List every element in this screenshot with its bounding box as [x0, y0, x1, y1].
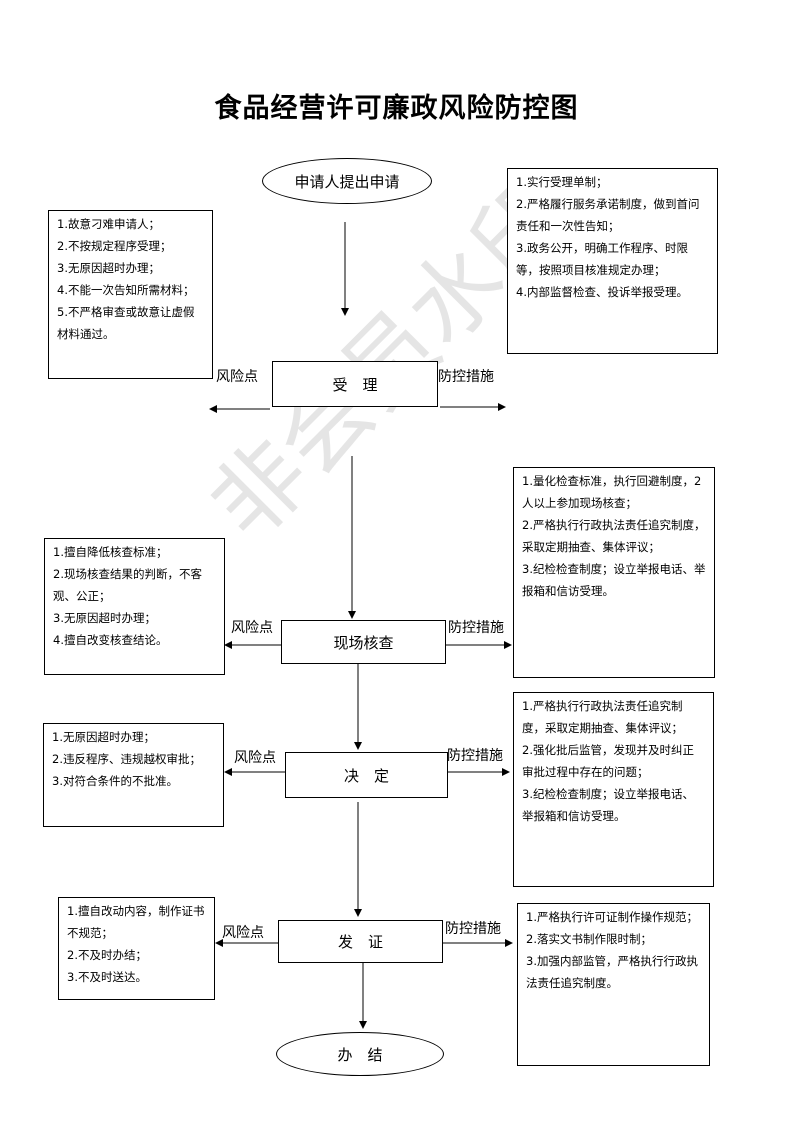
risk-box-accept: 1.故意刁难申请人； 2.不按规定程序受理； 3.无原因超时办理； 4.不能一次… [48, 210, 213, 379]
risk-item: 1.故意刁难申请人； [57, 217, 160, 231]
risk-item: 3.无原因超时办理； [53, 611, 156, 625]
node-end: 办 结 [276, 1032, 444, 1076]
risk-label-inspect: 风险点 [231, 620, 273, 636]
control-item: 2.落实文书制作限时制； [526, 932, 652, 946]
risk-item: 4.擅自改变核查结论。 [53, 633, 168, 647]
risk-label-decide: 风险点 [234, 750, 276, 766]
risk-item: 1.擅自改动内容，制作证书不规范； [67, 904, 205, 940]
control-box-inspect: 1.量化检查标准，执行回避制度，2人以上参加现场核查； 2.严格执行行政执法责任… [513, 467, 715, 678]
risk-label-accept: 风险点 [216, 369, 258, 385]
control-label-accept: 防控措施 [438, 369, 494, 385]
node-inspect: 现场核查 [281, 620, 446, 664]
control-item: 3.加强内部监管，严格执行行政执法责任追究制度。 [526, 954, 698, 990]
risk-item: 2.不及时办结； [67, 948, 147, 962]
risk-item: 3.对符合条件的不批准。 [52, 774, 178, 788]
risk-box-decide: 1.无原因超时办理； 2.违反程序、违规越权审批； 3.对符合条件的不批准。 [43, 723, 224, 827]
node-issue: 发 证 [278, 920, 443, 963]
control-item: 4.内部监督检查、投诉举报受理。 [516, 285, 688, 299]
control-label-decide: 防控措施 [447, 748, 503, 764]
control-label-issue: 防控措施 [445, 921, 501, 937]
control-item: 1.严格执行行政执法责任追究制度，采取定期抽查、集体评议； [522, 699, 683, 735]
node-accept: 受 理 [272, 361, 438, 407]
control-label-inspect: 防控措施 [448, 620, 504, 636]
risk-box-inspect: 1.擅自降低核查标准； 2.现场核查结果的判断，不客观、公正； 3.无原因超时办… [44, 538, 225, 675]
control-box-decide: 1.严格执行行政执法责任追究制度，采取定期抽查、集体评议； 2.强化批后监管，发… [513, 692, 714, 887]
control-box-issue: 1.严格执行许可证制作操作规范； 2.落实文书制作限时制； 3.加强内部监管，严… [517, 903, 710, 1066]
risk-item: 2.违反程序、违规越权审批； [52, 752, 201, 766]
control-item: 1.严格执行许可证制作操作规范； [526, 910, 698, 924]
node-decide: 决 定 [285, 752, 448, 798]
risk-item: 2.现场核查结果的判断，不客观、公正； [53, 567, 202, 603]
risk-item: 1.擅自降低核查标准； [53, 545, 168, 559]
control-item: 1.量化检查标准，执行回避制度，2人以上参加现场核查； [522, 474, 702, 510]
control-item: 3.政务公开，明确工作程序、时限等，按照项目核准规定办理； [516, 241, 688, 277]
control-item: 2.强化批后监管，发现并及时纠正审批过程中存在的问题； [522, 743, 694, 779]
control-item: 2.严格履行服务承诺制度，做到首问责任和一次性告知； [516, 197, 700, 233]
risk-item: 3.不及时送达。 [67, 970, 147, 984]
risk-item: 5.不严格审查或故意让虚假材料通过。 [57, 305, 195, 341]
node-start: 申请人提出申请 [262, 158, 432, 204]
risk-item: 3.无原因超时办理； [57, 261, 160, 275]
control-item: 3.纪检检查制度；设立举报电话、举报箱和信访受理。 [522, 562, 706, 598]
control-box-accept: 1.实行受理单制； 2.严格履行服务承诺制度，做到首问责任和一次性告知； 3.政… [507, 168, 718, 354]
risk-item: 4.不能一次告知所需材料； [57, 283, 195, 297]
page-title: 食品经营许可廉政风险防控图 [214, 93, 579, 124]
risk-item: 1.无原因超时办理； [52, 730, 155, 744]
risk-item: 2.不按规定程序受理； [57, 239, 172, 253]
control-item: 3.纪检检查制度；设立举报电话、举报箱和信访受理。 [522, 787, 694, 823]
risk-label-issue: 风险点 [222, 925, 264, 941]
risk-box-issue: 1.擅自改动内容，制作证书不规范； 2.不及时办结； 3.不及时送达。 [58, 897, 215, 1000]
control-item: 1.实行受理单制； [516, 175, 608, 189]
control-item: 2.严格执行行政执法责任追究制度，采取定期抽查、集体评议； [522, 518, 706, 554]
